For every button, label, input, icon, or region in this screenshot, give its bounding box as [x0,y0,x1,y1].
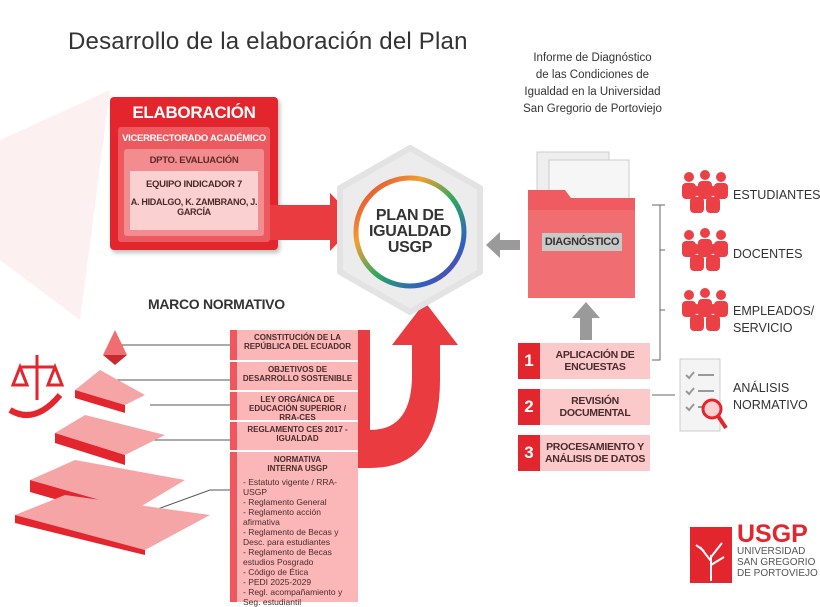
people-group-icons [682,170,728,331]
norm-item-interna: NORMATIVA INTERNA USGP - Estatuto vigent… [230,452,358,607]
arrow-up-curved-icon [358,302,458,468]
norm-item: OBJETIVOS DE DESARROLLO SOSTENIBLE [230,362,358,390]
marco-heading: MARCO NORMATIVO [148,296,285,312]
logo-tree-icon [690,527,732,583]
scale-icon [10,355,65,400]
elaboracion-box: ELABORACIÓN VICERRECTORADO ACADÉMICO DPT… [110,97,278,250]
vicerrectorado-label: VICERRECTORADO ACADÉMICO [122,133,266,144]
norm-item: CONSTITUCIÓN DE LA REPÚBLICA DEL ECUADOR [230,330,358,360]
folder-icon [528,151,635,298]
background-shape [0,90,110,320]
hand-icon [8,393,63,418]
internal-list: - Estatuto vigente / RRA-USGP- Reglament… [243,477,343,607]
norm-item: REGLAMENTO CES 2017 - IGUALDAD [230,422,358,450]
arrow-up-icon [572,302,600,340]
center-circle [353,175,467,289]
page-title: Desarrollo de la elaboración del Plan [68,28,468,55]
dpto-label: DPTO. EVALUACIÓN [149,155,239,166]
norm-item: LEY ORGÁNICA DE EDUCACIÓN SUPERIOR / RRA… [230,392,358,422]
group-empleados: EMPLEADOS/SERVICIO [733,304,815,335]
arrow-right-icon [270,193,358,251]
arrow-left-icon [486,232,520,258]
group-estudiantes: ESTUDIANTES [733,188,820,202]
equipo-label: EQUIPO INDICADOR 7 [146,179,242,190]
team-members: A. HIDALGO, K. ZAMBRANO, J. GARCÍA [130,197,258,217]
elaboracion-heading: ELABORACIÓN [132,103,256,122]
diagnostico-label: DIAGNÓSTICO [542,233,622,251]
document-magnifier-icon [679,358,728,432]
pyramid-illustration [8,330,210,555]
group-docentes: DOCENTES [733,247,803,261]
